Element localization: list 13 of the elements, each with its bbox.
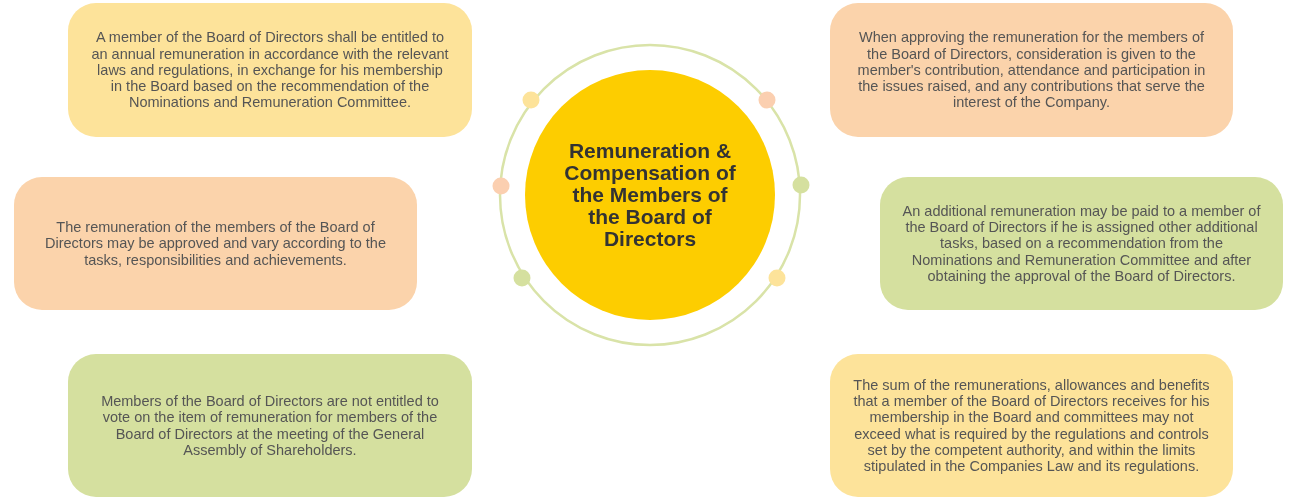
text-card — [880, 177, 1283, 310]
text-card — [14, 177, 417, 310]
text-card — [830, 354, 1233, 497]
text-card — [830, 3, 1233, 137]
card-text: The remuneration of the members of the Board of Directors may be approved and vary according to the tasks, responsibilities and achievements. — [44, 219, 387, 268]
title-text: Remuneration & Compensation of the Members of the Board of Directors — [563, 139, 737, 251]
card-text: The sum of the remunerations, allowances and benefits that a member of the Board of Directors receives for his membership in the Board and committees may not exceed what is required by the regulations and controls set by the competent authority, and within the limits stipulated in the Companies Law and its regulations. — [852, 376, 1211, 475]
text-card — [68, 3, 472, 137]
card-text: An additional remuneration may be paid to a member of the Board of Directors if he is assigned other additional tasks, based on a recommendation from the Nominations and Remuneration Committee and after obtaining the approval of the Board of Directors. — [902, 202, 1261, 285]
text-card — [68, 354, 472, 497]
card-text: Members of the Board of Directors are not entitled to vote on the item of remuneration for members of the Board of Directors at the meeting of the General Assembly of Shareholders. — [100, 393, 440, 458]
card-text: A member of the Board of Directors shall be entitled to an annual remuneration in accordance with the relevant laws and regulations, in exchange for his membership in the Board based on the recommendation of the Nominations and Remuneration Committee. — [90, 29, 450, 111]
card-text: When approving the remuneration for the members of the Board of Directors, consideration is given to the member's contribution, attendance and participation in the issues raised, and any contributions that serve the interest of the Company. — [856, 29, 1207, 111]
